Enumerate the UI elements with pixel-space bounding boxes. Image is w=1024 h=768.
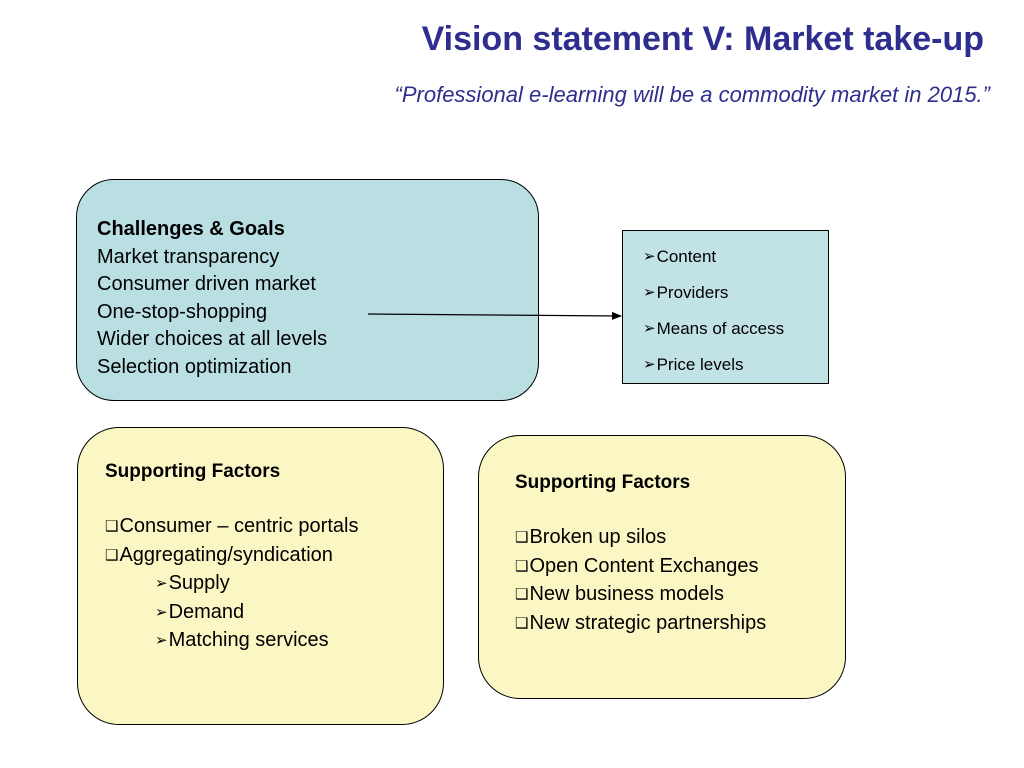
supporting-factor-subitem: ➢Matching services [155,629,329,651]
checkbox-bullet-icon: ❑ [105,518,119,535]
supporting-factors-box-right: Supporting Factors ❑Broken up silos ❑Ope… [478,435,846,699]
arrow-bullet-icon: ➢ [643,248,656,265]
supporting-factor-item: ❑Broken up silos [515,526,667,548]
slide-title: Vision statement V: Market take-up [421,20,984,58]
supporting-factor-item: ❑New business models [515,583,724,605]
supporting-factor-item: ❑New strategic partnerships [515,611,767,634]
challenges-goals-box: Challenges & Goals Market transparency C… [76,179,539,401]
challenge-item: Consumer driven market [97,273,316,295]
challenge-item: Wider choices at all levels [97,328,328,350]
challenges-heading: Challenges & Goals [97,218,285,240]
checkbox-bullet-icon: ❑ [105,546,119,564]
arrow-bullet-icon: ➢ [643,284,656,301]
checkbox-bullet-icon: ❑ [515,557,529,575]
supporting-factor-item: ❑Consumer – centric portals [105,515,359,537]
challenge-item: Market transparency [97,245,280,268]
arrow-bullet-icon: ➢ [155,632,168,649]
supporting-factors-heading: Supporting Factors [105,461,281,482]
arrow-bullet-icon: ➢ [643,356,656,373]
supporting-factor-item: ❑Open Content Exchanges [515,554,759,577]
checkbox-bullet-icon: ❑ [515,586,529,603]
checkbox-bullet-icon: ❑ [515,614,529,632]
supporting-factor-subitem: ➢Demand [155,600,245,623]
supporting-factor-item: ❑Aggregating/syndication [105,543,333,566]
market-element-item: ➢Means of access [643,319,785,338]
arrow-bullet-icon: ➢ [155,575,168,592]
market-element-item: ➢Price levels [643,355,744,374]
market-element-item: ➢Content [643,247,717,266]
supporting-factor-subitem: ➢Supply [155,572,230,594]
market-element-item: ➢Providers [643,283,729,302]
arrow-bullet-icon: ➢ [155,603,168,621]
slide-subtitle: “Professional e-learning will be a commo… [394,82,990,107]
market-elements-box: ➢Content ➢Providers ➢Means of access ➢Pr… [622,230,829,384]
checkbox-bullet-icon: ❑ [515,529,529,546]
supporting-factors-box-left: Supporting Factors ❑Consumer – centric p… [77,427,444,725]
supporting-factors-heading: Supporting Factors [515,472,691,493]
arrow-bullet-icon: ➢ [643,320,656,337]
challenge-item: Selection optimization [97,355,292,378]
challenge-item: One-stop-shopping [97,300,268,323]
